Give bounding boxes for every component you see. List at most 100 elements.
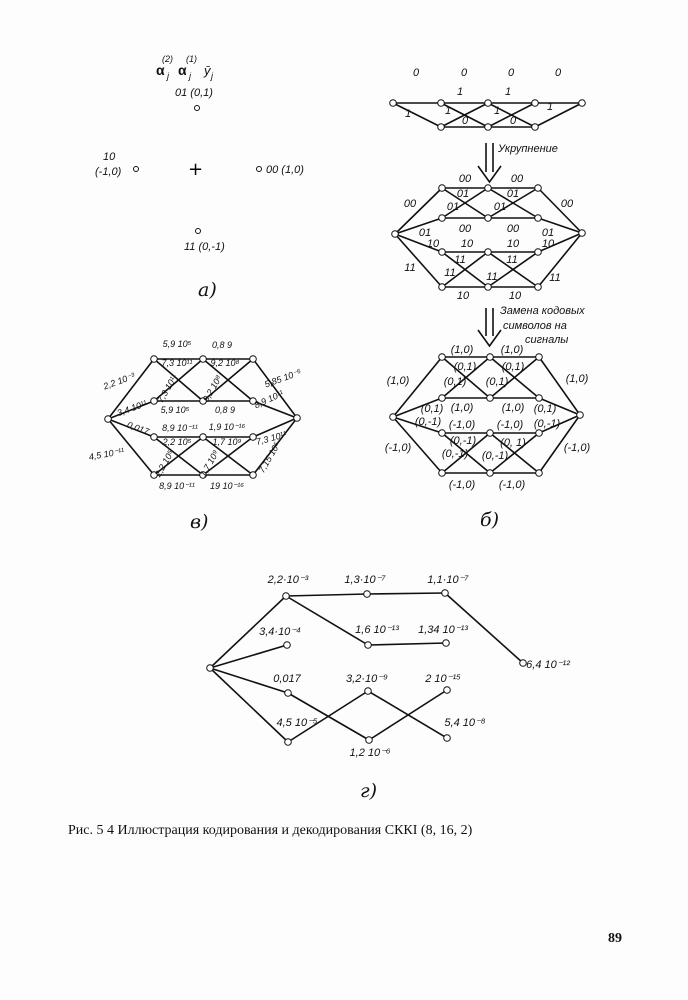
metric-trellis-node [104,415,112,423]
metric-trellis-edge [202,436,254,476]
signal-trellis-edge [392,356,443,418]
metric-trellis-label: 5,9 10⁵ [163,339,192,349]
metric-trellis-label: 3,4 10¹¹ [116,398,149,418]
point-00-label: 00 (1,0) [266,164,304,176]
binary-trellis-label: 0 [413,67,420,79]
signal-trellis-node [438,394,446,402]
alpha2-symbol: α [156,62,165,78]
metric-trellis-label: 7,3 10¹¹ [155,373,179,405]
binary-trellis-node [437,99,445,107]
point-10-code: 10 [103,151,116,163]
subfigure-label-b: б) [480,509,499,531]
metric-trellis-node [199,397,207,405]
subfigure-label-g: г) [360,780,377,802]
point-10 [133,166,139,172]
merged-trellis-label: 00 [561,198,574,210]
signal-trellis-edge [441,432,491,474]
signal-trellis-label: (1,0) [387,375,410,387]
decoding-tree-node [364,687,372,695]
merged-trellis-label: 11 [454,254,465,266]
metric-trellis-node [249,397,257,405]
merged-trellis-label: 11 [444,267,455,279]
decoding-tree-node [282,592,290,600]
metric-trellis-label: 5,9 10⁵ [161,405,190,415]
decoding-tree-metric: 2 10⁻¹⁵ [424,673,461,685]
merged-trellis-label: 01 [457,188,469,200]
decoding-tree-metric: 0,017 [273,673,301,685]
merged-trellis-label: 00 [511,173,524,185]
merged-trellis-label: 10 [457,290,470,302]
binary-trellis-label: 0 [508,67,515,79]
metric-trellis-edge [202,358,254,402]
merged-trellis-label: 10 [427,238,440,250]
signal-trellis-node [438,429,446,437]
trellis-edges [107,102,583,743]
signal-trellis-label: (1,0) [566,373,589,385]
decoding-tree-node [284,689,292,697]
binary-trellis-node [389,99,397,107]
signal-trellis-node [535,394,543,402]
point-01 [194,105,200,111]
merged-trellis-node [484,184,492,192]
decoding-tree-branch [209,644,288,669]
decoding-tree-node [283,641,291,649]
y-subscript: j [210,71,214,81]
metric-trellis-node [199,433,207,441]
signal-trellis-node [535,469,543,477]
metric-trellis-node [293,414,301,422]
decoding-tree-node [443,686,451,694]
metric-trellis-label: 0,8 9 [215,405,235,415]
decoding-tree-branch [368,689,448,741]
signal-trellis-node [535,353,543,361]
metric-trellis-edge [252,400,298,419]
metric-trellis-label: 1,7 10⁹ [212,437,241,447]
binary-trellis-node [578,99,586,107]
decoding-tree-branch [367,642,447,646]
metric-trellis-label: 1,9 10⁻¹⁶ [209,422,246,432]
binary-trellis-label: 1 [505,86,511,98]
point-11-label: 11 (0,-1) [184,241,225,253]
merged-trellis-node [438,214,446,222]
signal-trellis-label: (0,1) [444,376,467,388]
decoding-tree-node [443,734,451,742]
merged-trellis-label: 01 [507,188,519,200]
merged-trellis-node [534,283,542,291]
binary-trellis-edge [487,102,536,128]
metric-trellis-node [249,355,257,363]
arrow-replace-symbols: Замена кодовых символов на сигналы [477,305,585,348]
merged-trellis-node [438,184,446,192]
merged-trellis-label: 00 [459,173,472,185]
signal-trellis-label: (0,1) [454,361,477,373]
metric-trellis-node [199,471,207,479]
signal-trellis-node [486,429,494,437]
signal-trellis-label: (1,0) [451,344,474,356]
merged-trellis-edge [537,232,583,253]
point-11 [195,228,201,234]
signal-trellis-label: (0, 1) [500,437,526,449]
metric-trellis-edge [107,358,155,420]
signal-trellis-label: (-1,0) [449,479,476,491]
binary-trellis-node [484,99,492,107]
signal-trellis-node [438,353,446,361]
merged-trellis-node [438,283,446,291]
alpha2-superscript: (2) [162,54,173,64]
metric-trellis-label: 9,2 10⁸ [201,373,224,403]
signal-trellis-edge [538,414,581,434]
metric-trellis-label: 0,017 [126,420,152,437]
signal-trellis-node [535,429,543,437]
arrow-text-line1: Замена кодовых [500,305,585,317]
signal-trellis-edge [392,416,443,474]
metric-trellis-edge [252,358,298,419]
arrow-text-line3: сигналы [525,334,568,346]
merged-trellis-label: 11 [486,271,497,283]
merged-trellis-edge [487,187,539,219]
signal-trellis-label: (0,-1) [415,416,442,428]
point-01-label: 01 (0,1) [175,87,213,99]
merged-trellis-label: 10 [461,238,474,250]
signal-trellis-edge [489,432,540,474]
decoding-tree-metric: 6,4 10⁻¹² [526,659,570,671]
merged-trellis-edge [537,232,583,288]
signal-trellis-edge [392,416,443,434]
metric-trellis-edge [107,400,155,420]
binary-trellis-edge [534,102,583,128]
